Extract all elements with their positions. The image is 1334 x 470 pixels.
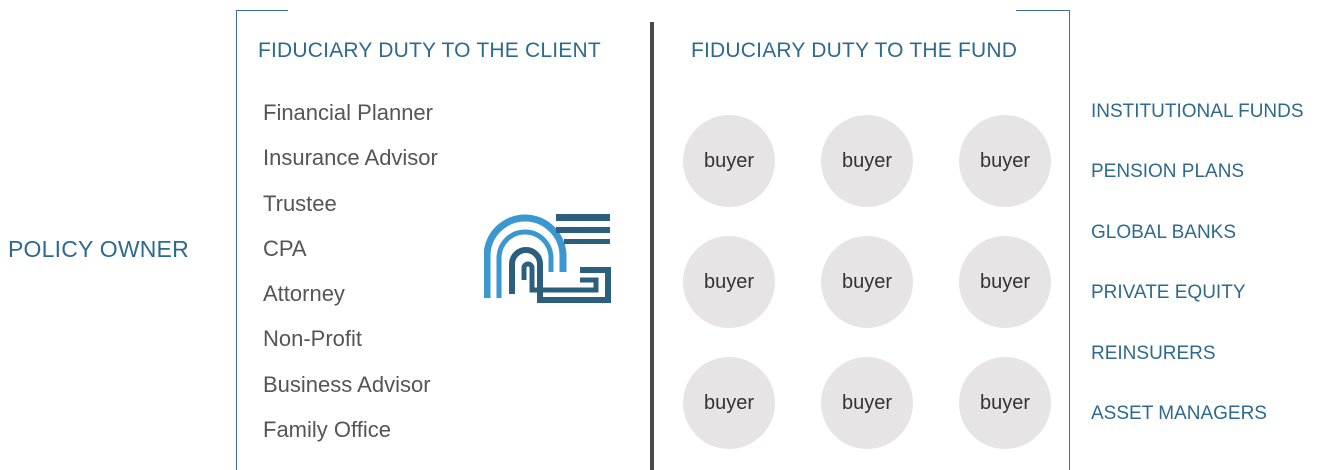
buyer-circle: buyer [683,115,775,207]
buyer-circle: buyer [683,357,775,449]
fund-type-item: GLOBAL BANKS [1091,221,1237,243]
policy-owner-label: POLICY OWNER [8,236,189,262]
buyer-circle: buyer [821,357,913,449]
buyer-circle: buyer [959,115,1051,207]
client-role-item: CPA [263,235,307,261]
client-role-item: Trustee [263,190,337,216]
client-role-item: Financial Planner [263,100,433,125]
buyer-circle: buyer [821,236,913,328]
buyer-circle: buyer [683,236,775,328]
left-bracket [236,10,288,470]
client-roles-list: Financial Planner Insurance Advisor Trus… [263,96,438,458]
fund-type-item: PRIVATE EQUITY [1091,282,1246,304]
client-role-item: Insurance Advisor [263,145,438,171]
fund-type-item: REINSURERS [1091,342,1216,364]
buyer-circle: buyer [959,236,1051,328]
client-role-item: Family Office [263,417,391,443]
buyer-circle: buyer [821,115,913,207]
fund-type-item: INSTITUTIONAL FUNDS [1091,101,1304,122]
fund-types-list: INSTITUTIONAL FUNDS PENSION PLANS GLOBAL… [1091,98,1304,460]
client-duty-heading: FIDUCIARY DUTY TO THE CLIENT [258,39,601,62]
client-role-item: Business Advisor [263,371,431,397]
fund-type-item: ASSET MANAGERS [1091,402,1267,424]
fund-type-item: PENSION PLANS [1091,161,1245,183]
fund-duty-heading: FIDUCIARY DUTY TO THE FUND [691,39,1018,62]
ng-logo-icon [483,210,612,306]
client-role-item: Attorney [263,281,345,307]
center-divider [650,22,654,470]
client-role-item: Non-Profit [263,326,363,352]
buyer-circle: buyer [959,357,1051,449]
right-bracket [1016,10,1070,470]
